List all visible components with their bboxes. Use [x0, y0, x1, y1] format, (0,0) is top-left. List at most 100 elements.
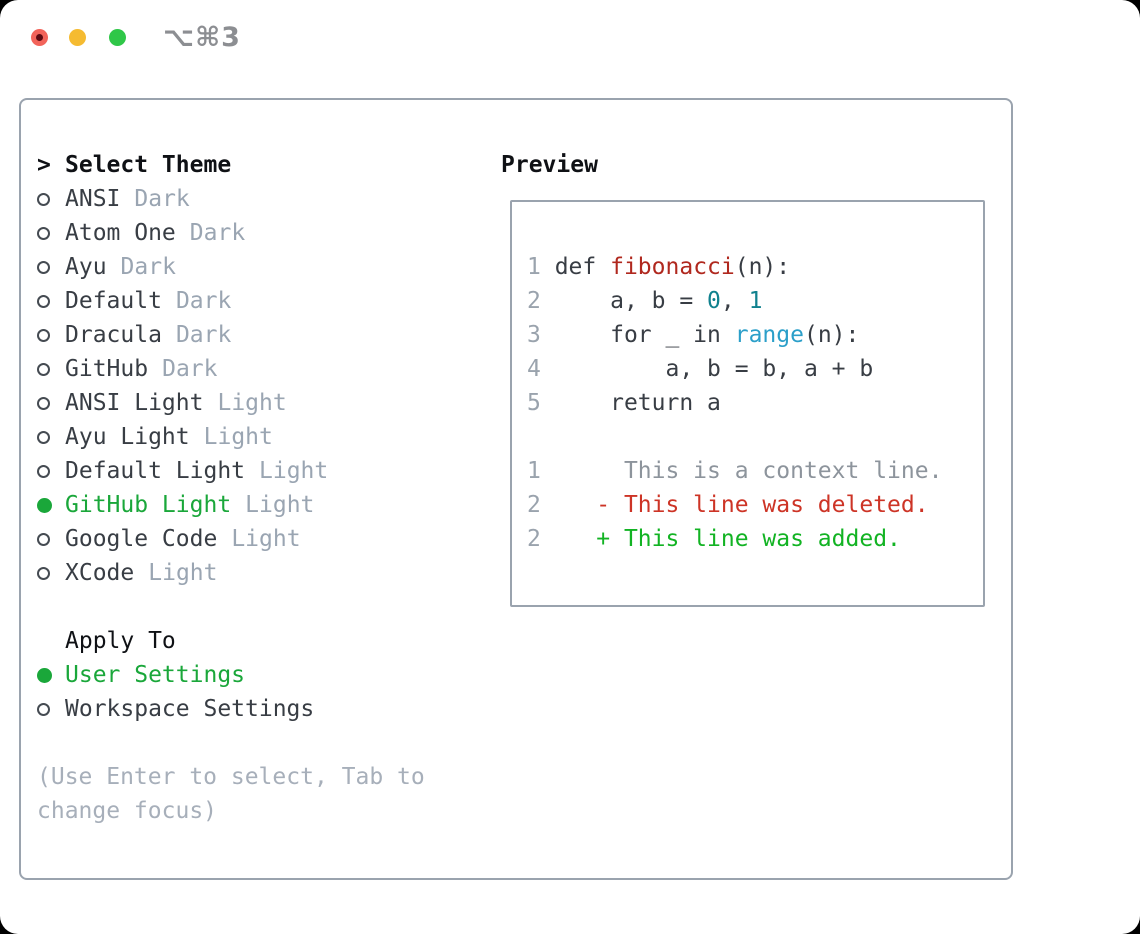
apply-to-header-row: Apply To [37, 624, 425, 658]
spacer [37, 590, 425, 624]
code-segment: return a [540, 390, 721, 416]
code-segment: , [720, 288, 749, 314]
close-button[interactable] [31, 29, 48, 46]
radio-box [37, 260, 65, 274]
radio-box [37, 532, 65, 546]
theme-item-label: Default [65, 288, 162, 314]
radio-box [37, 362, 65, 376]
code-segment: This is a context line. [540, 458, 943, 484]
radio-box [37, 497, 65, 513]
line-number: 2 [527, 492, 541, 518]
radio-icon [37, 328, 50, 342]
theme-variant-label: Light [245, 492, 315, 518]
keyboard-hint: (Use Enter to select, Tab to change focus… [37, 760, 425, 828]
theme-item-label: Ayu [65, 254, 107, 280]
code-segment: (n): [803, 322, 860, 348]
line-number: 5 [527, 390, 541, 416]
radio-box [37, 667, 65, 683]
code-segment: range [734, 322, 804, 348]
theme-variant-label: Light [259, 458, 329, 484]
line-number: 1 [527, 254, 541, 280]
apply-option-user-settings[interactable]: User Settings [37, 658, 425, 692]
radio-box [37, 294, 65, 308]
radio-icon [37, 532, 50, 546]
theme-variant-label: Light [203, 424, 273, 450]
zoom-button[interactable] [109, 29, 126, 46]
hint-line: change focus) [37, 798, 218, 824]
code-segment: for _ in [540, 322, 735, 348]
theme-item-ayu-light[interactable]: Ayu Light Light [37, 420, 425, 454]
theme-item-label: Dracula [65, 322, 162, 348]
theme-item-label: ANSI Light [65, 390, 204, 416]
line-number: 1 [527, 458, 541, 484]
theme-variant-label: Light [217, 390, 287, 416]
preview-title: Preview [501, 152, 598, 178]
window-title-shortcut: ⌥⌘3 [163, 22, 241, 53]
theme-variant-label: Dark [189, 220, 246, 246]
code-segment: fibonacci [610, 254, 735, 280]
radio-box [37, 430, 65, 444]
code-segment: a, b = [540, 288, 708, 314]
theme-item-label: ANSI [65, 186, 121, 212]
theme-item-ayu[interactable]: Ayu Dark [37, 250, 425, 284]
radio-selected-icon [37, 667, 52, 683]
code-segment: 0 [707, 288, 721, 314]
hint-line: (Use Enter to select, Tab to [37, 764, 425, 790]
diff-line: 2 + This line was added. [527, 522, 942, 556]
select-theme-title: Select Theme [65, 152, 232, 178]
diff-preview: 1 This is a context line.2 - This line w… [527, 454, 942, 556]
close-dot-icon [36, 34, 43, 41]
line-number: 4 [527, 356, 541, 382]
theme-item-xcode[interactable]: XCode Light [37, 556, 425, 590]
code-line: 4 a, b = b, a + b [527, 352, 873, 386]
radio-icon [37, 362, 50, 376]
theme-item-label: Default Light [65, 458, 246, 484]
radio-box [37, 192, 65, 206]
radio-box [37, 396, 65, 410]
theme-item-ansi[interactable]: ANSI Dark [37, 182, 425, 216]
diff-line: 1 This is a context line. [527, 454, 942, 488]
apply-option-workspace-settings[interactable]: Workspace Settings [37, 692, 425, 726]
select-theme-header-row: > Select Theme [37, 148, 425, 182]
radio-icon [37, 396, 50, 410]
radio-icon [37, 464, 50, 478]
radio-box [37, 702, 65, 716]
theme-item-label: Ayu Light [65, 424, 190, 450]
radio-icon [37, 702, 50, 716]
theme-variant-label: Dark [162, 356, 218, 382]
radio-icon [37, 192, 50, 206]
radio-box [37, 464, 65, 478]
code-line: 3 for _ in range(n): [527, 318, 873, 352]
apply-to-title: Apply To [65, 628, 176, 654]
minimize-button[interactable] [69, 29, 86, 46]
line-number: 2 [527, 526, 541, 552]
radio-icon [37, 294, 50, 308]
theme-variant-label: Dark [120, 254, 176, 280]
theme-variant-label: Dark [134, 186, 190, 212]
theme-item-atom-one[interactable]: Atom One Dark [37, 216, 425, 250]
theme-item-default-light[interactable]: Default Light Light [37, 454, 425, 488]
theme-variant-label: Light [148, 560, 218, 586]
theme-item-label: XCode [65, 560, 135, 586]
code-segment: + This line was added. [540, 526, 901, 552]
spacer [37, 726, 425, 760]
code-line: 1 def fibonacci(n): [527, 250, 873, 284]
line-number: 2 [527, 288, 541, 314]
theme-item-ansi-light[interactable]: ANSI Light Light [37, 386, 425, 420]
theme-item-label: Atom One [65, 220, 176, 246]
theme-variant-label: Light [231, 526, 301, 552]
code-segment: def [540, 254, 611, 280]
radio-selected-icon [37, 497, 52, 513]
radio-icon [37, 566, 50, 580]
line-number: 3 [527, 322, 541, 348]
